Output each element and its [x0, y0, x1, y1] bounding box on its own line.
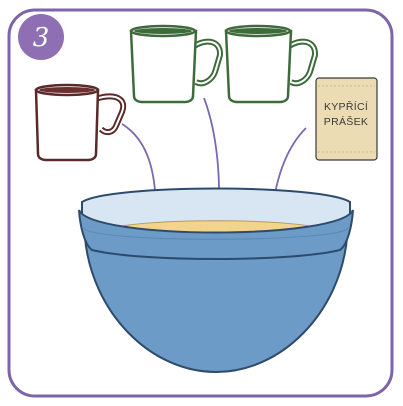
- step-number: 3: [33, 23, 50, 53]
- step-badge: 3: [18, 14, 64, 60]
- packet-label-line1: KYPŘÍCÍ: [324, 100, 368, 113]
- baking-powder-packet-icon: KYPŘÍCÍ PRÁŠEK: [316, 78, 377, 160]
- packet-label-line2: PRÁŠEK: [324, 115, 368, 128]
